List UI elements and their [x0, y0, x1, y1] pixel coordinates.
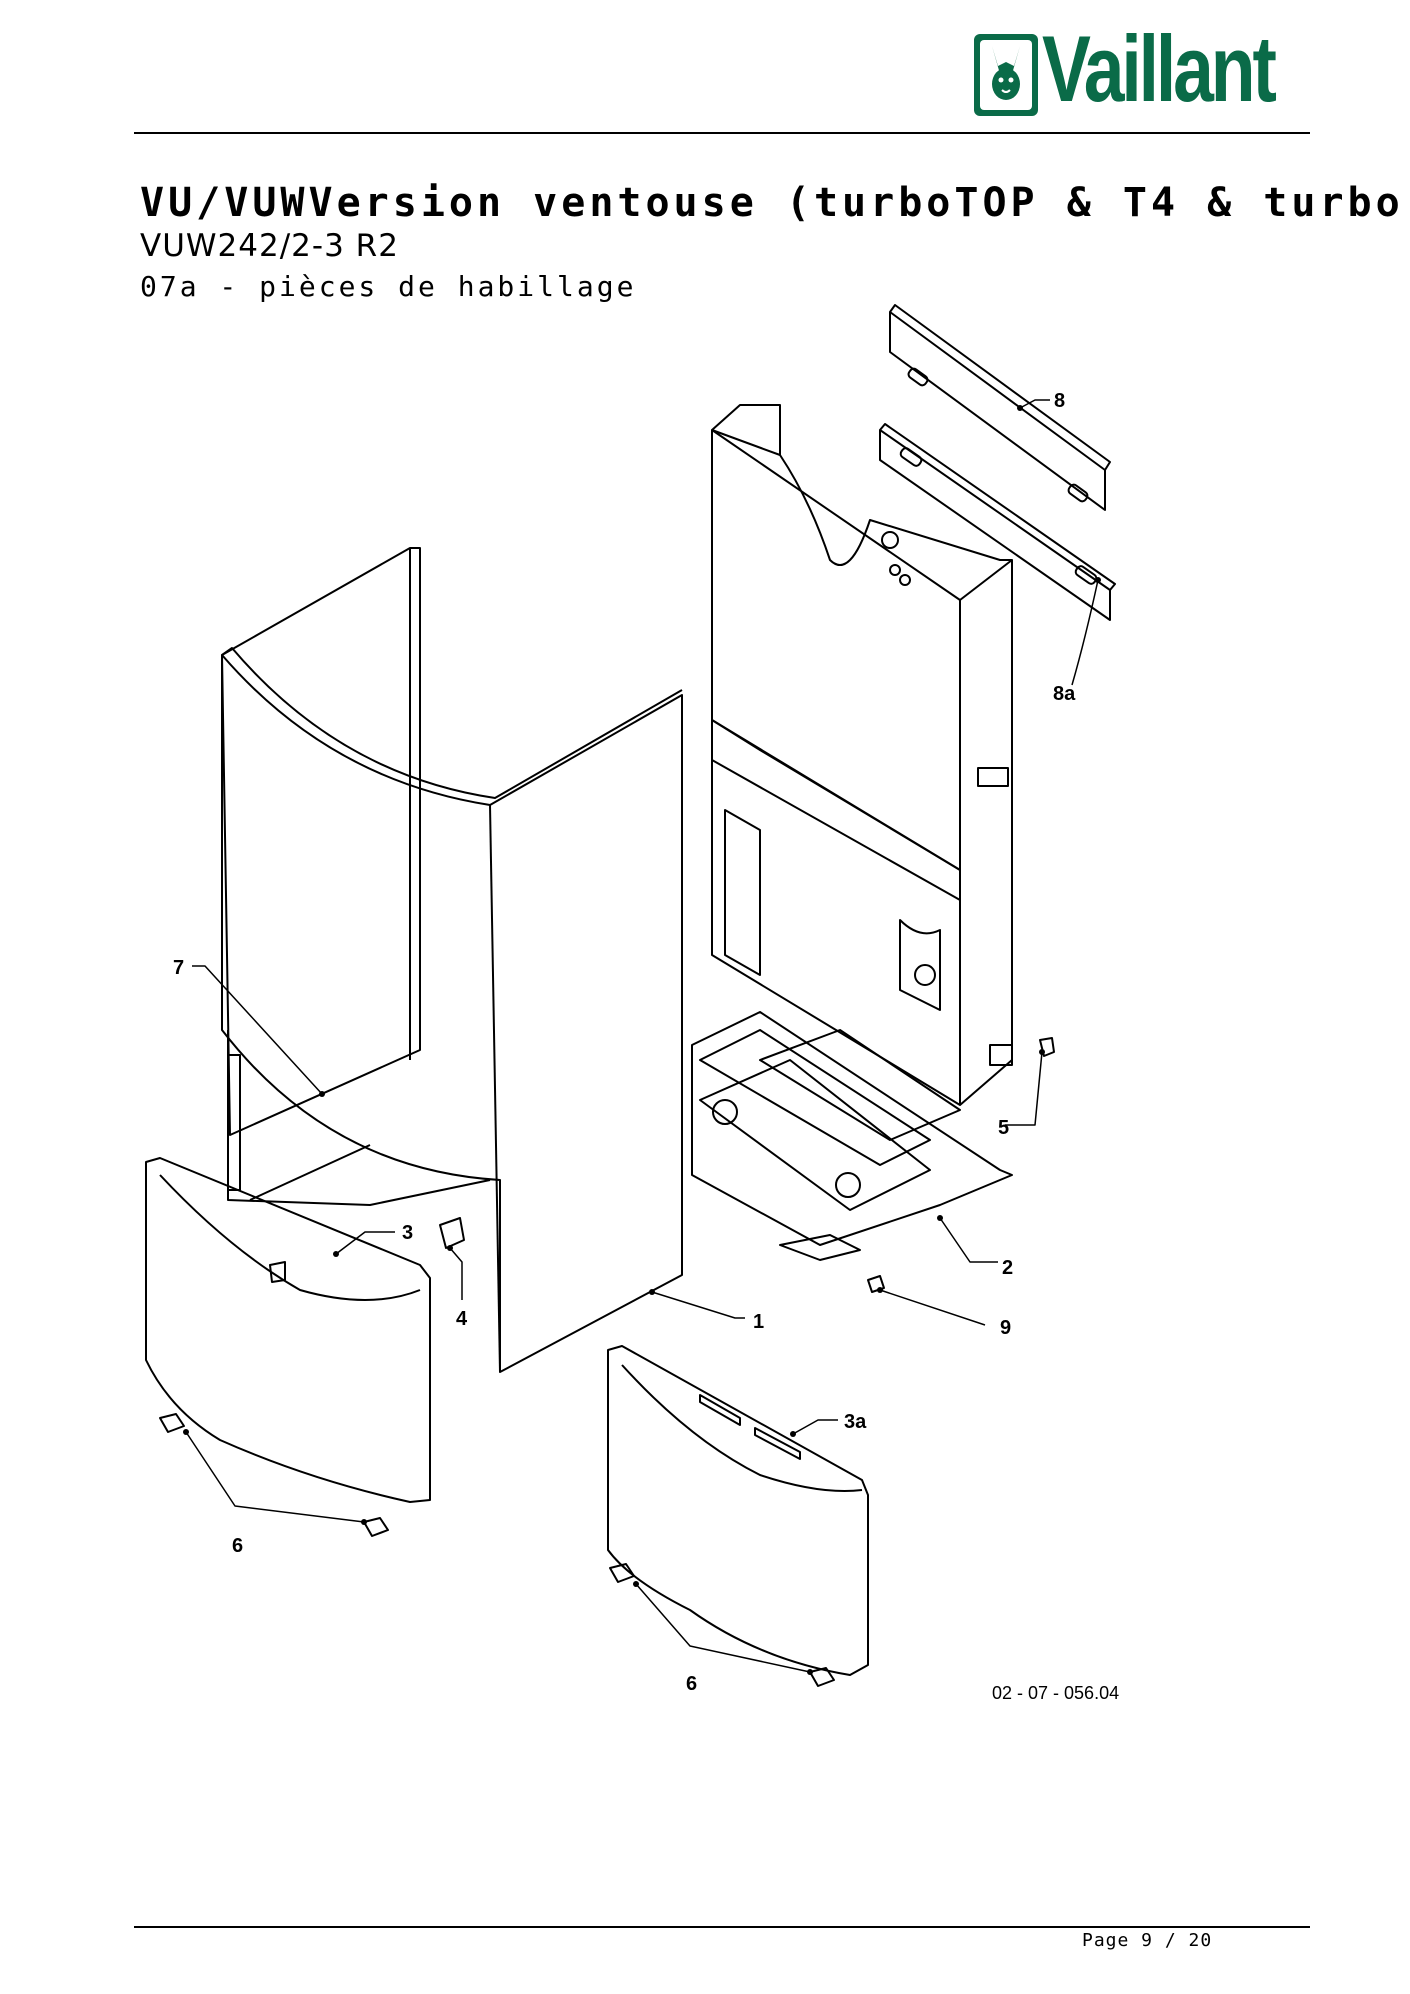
footer-rule [134, 1926, 1310, 1928]
callout-7: 7 [173, 957, 184, 979]
callout-6-right: 6 [686, 1673, 697, 1695]
callout-3a: 3a [844, 1411, 867, 1433]
callout-2: 2 [1002, 1257, 1013, 1279]
lower-side-fill [227, 1030, 491, 1206]
base-plate-2 [691, 1011, 1013, 1261]
callout-3: 3 [402, 1222, 413, 1244]
page-number: Page 9 / 20 [1082, 1930, 1213, 1951]
lower-front-panel-3 [145, 1157, 431, 1503]
callout-6-left: 6 [232, 1535, 243, 1557]
callout-1: 1 [753, 1311, 764, 1333]
front-panel-1 [221, 647, 683, 1373]
callout-8a: 8a [1053, 683, 1076, 705]
callout-4: 4 [456, 1308, 468, 1330]
drawing-number: 02 - 07 - 056.04 [992, 1683, 1120, 1703]
screw-9 [867, 1275, 885, 1293]
wall-bracket-8 [889, 304, 1111, 511]
header-rule [134, 132, 1310, 134]
callout-9: 9 [1000, 1317, 1011, 1339]
fastener-6 [159, 1413, 835, 1687]
callout-8: 8 [1054, 390, 1065, 412]
callout-5: 5 [998, 1117, 1009, 1139]
leader-lines [185, 399, 1099, 1673]
wall-bracket-8a [879, 423, 1116, 621]
model-subtitle: VUW242/2-3 R2 [140, 228, 399, 264]
section-title: 07a - pièces de habillage [140, 270, 637, 303]
back-frame [711, 404, 1013, 1106]
leader-dots [183, 405, 1101, 1675]
lower-front-panel-3a [607, 1345, 869, 1676]
clip-4 [439, 1217, 465, 1249]
vaillant-hare-logo-icon [974, 34, 1038, 116]
brand-wordmark: Vaillant [1042, 16, 1277, 121]
page-title: VU/VUWVersion ventouse (turboTOP & T4 & … [140, 180, 1404, 226]
